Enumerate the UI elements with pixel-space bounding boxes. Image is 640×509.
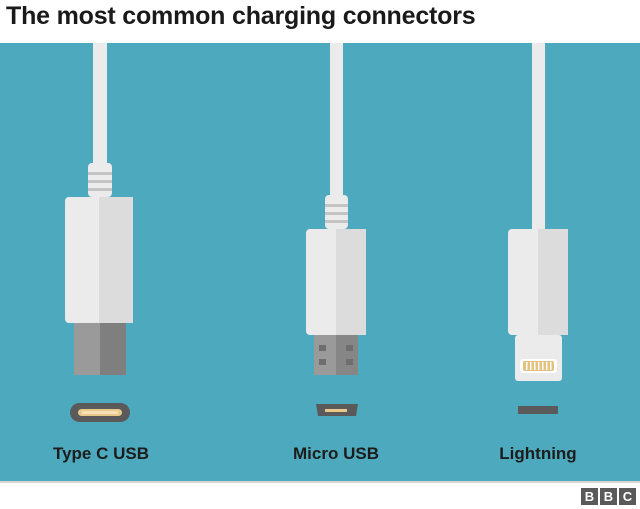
lightning-label: Lightning — [499, 444, 577, 463]
type-c-usb-label: Type C USB — [52, 444, 150, 463]
bbc-logo-letter: C — [619, 488, 636, 505]
bbc-logo-letter: B — [581, 488, 598, 505]
connectors-illustration: Type C USB Micro USB Lightning — [0, 43, 640, 481]
footer-divider — [0, 481, 640, 483]
type-c-connector-icon — [65, 43, 133, 422]
micro-usb-connector-icon — [306, 43, 366, 416]
connectors-svg — [65, 43, 568, 422]
micro-usb-label: Micro USB — [293, 444, 379, 463]
page-title: The most common charging connectors — [6, 2, 476, 30]
bbc-logo-letter: B — [600, 488, 617, 505]
lightning-connector-icon — [508, 43, 568, 414]
bbc-logo: B B C — [581, 488, 636, 505]
